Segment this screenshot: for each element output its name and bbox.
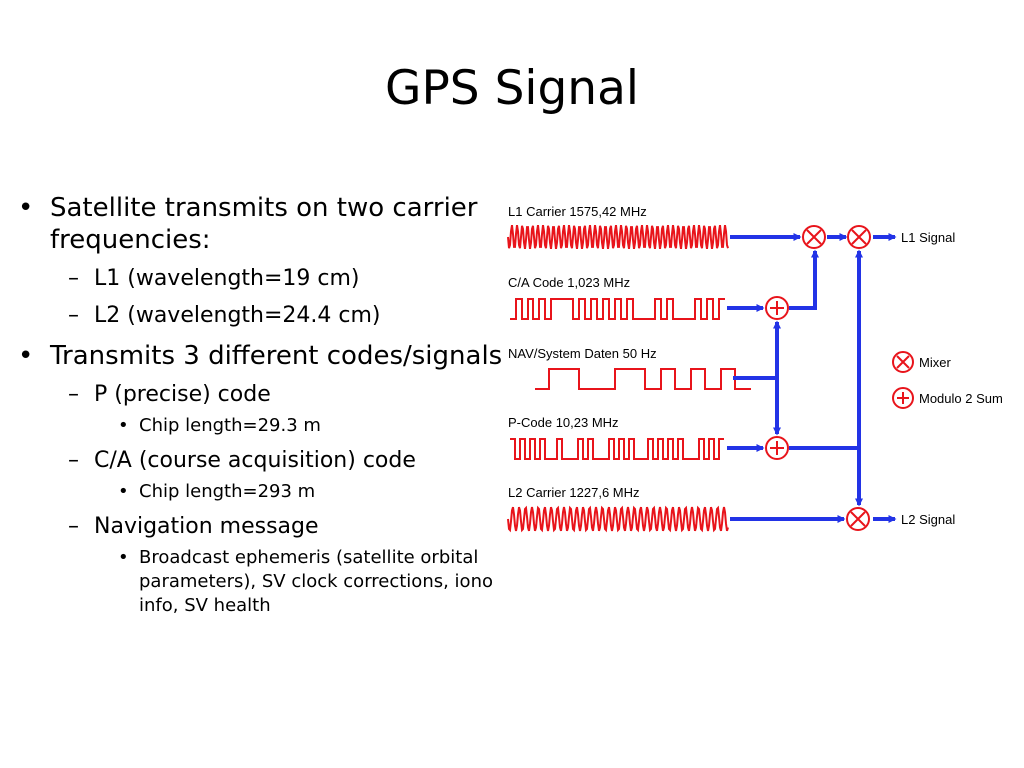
l1-carrier-wave (507, 224, 729, 250)
bullet-text: Transmits 3 different codes/signals (50, 341, 503, 371)
bullet-text: Satellite transmits on two carrier frequ… (50, 193, 478, 255)
bullet-marker: • (118, 547, 129, 568)
bullet-marker: • (18, 341, 34, 371)
legend-mixer-label: Mixer (919, 355, 951, 370)
nav-data-wave (535, 368, 751, 390)
dash-marker: – (68, 382, 79, 407)
ca-sum-to-mixer-connector (789, 249, 819, 310)
sub-bullet-item: –L2 (wavelength=24.4 cm) (14, 302, 514, 330)
l1-ca-mixer-icon (802, 225, 826, 249)
legend-mixer-icon (892, 351, 914, 373)
dash-marker: – (68, 514, 79, 539)
p-code-label: P-Code 10,23 MHz (508, 415, 619, 430)
l1-carrier-label: L1 Carrier 1575,42 MHz (508, 204, 647, 219)
l2-carrier-wave (507, 505, 729, 533)
l2-mixer-icon (846, 507, 870, 531)
l1-p-mixer-icon (847, 225, 871, 249)
p-code-wave (510, 438, 724, 460)
bullet-text: C/A (course acquisition) code (94, 448, 416, 473)
ca-modulo-sum-icon (765, 296, 789, 320)
l2-carrier-label: L2 Carrier 1227,6 MHz (508, 485, 640, 500)
sub-bullet-item: –P (precise) code (14, 381, 514, 409)
bullet-text: Chip length=29.3 m (139, 415, 321, 436)
sub-sub-bullet-item: • Broadcast ephemeris (satellite orbital … (14, 546, 514, 618)
bullet-text: Navigation message (94, 514, 319, 539)
sub-bullet-item: –L1 (wavelength=19 cm) (14, 265, 514, 293)
bullet-item: • Satellite transmits on two carrier freq… (14, 192, 514, 256)
legend-modulo-sum-label: Modulo 2 Sum (919, 391, 1003, 406)
sub-sub-bullet-item: • Chip length=293 m (14, 480, 514, 504)
l1-signal-label: L1 Signal (901, 230, 955, 245)
dash-marker: – (68, 448, 79, 473)
nav-data-label: NAV/System Daten 50 Hz (508, 346, 657, 361)
ca-code-label: C/A Code 1,023 MHz (508, 275, 630, 290)
dash-marker: – (68, 303, 79, 328)
bullet-text: P (precise) code (94, 382, 271, 407)
dash-marker: – (68, 266, 79, 291)
p-modulo-sum-icon (765, 436, 789, 460)
sub-bullet-item: –C/A (course acquisition) code (14, 447, 514, 475)
bullet-text: L2 (wavelength=24.4 cm) (94, 303, 381, 328)
bullet-text: Chip length=293 m (139, 481, 316, 502)
gps-signal-diagram: L1 Carrier 1575,42 MHz C/A Code 1,023 MH… (507, 204, 1003, 533)
bullet-item: • Transmits 3 different codes/signals (14, 340, 514, 372)
l2-signal-label: L2 Signal (901, 512, 955, 527)
bullet-text: Broadcast ephemeris (satellite orbital p… (139, 547, 493, 616)
ca-code-wave (510, 298, 725, 320)
sub-sub-bullet-item: • Chip length=29.3 m (14, 414, 514, 438)
bullet-marker: • (18, 193, 34, 223)
sub-bullet-item: –Navigation message (14, 513, 514, 541)
bullet-list: • Satellite transmits on two carrier freq… (14, 182, 514, 618)
legend-modulo-sum-icon (892, 387, 914, 409)
bullet-marker: • (118, 415, 129, 436)
bullet-text: L1 (wavelength=19 cm) (94, 266, 360, 291)
slide-title: GPS Signal (385, 61, 639, 116)
bullet-marker: • (118, 481, 129, 502)
